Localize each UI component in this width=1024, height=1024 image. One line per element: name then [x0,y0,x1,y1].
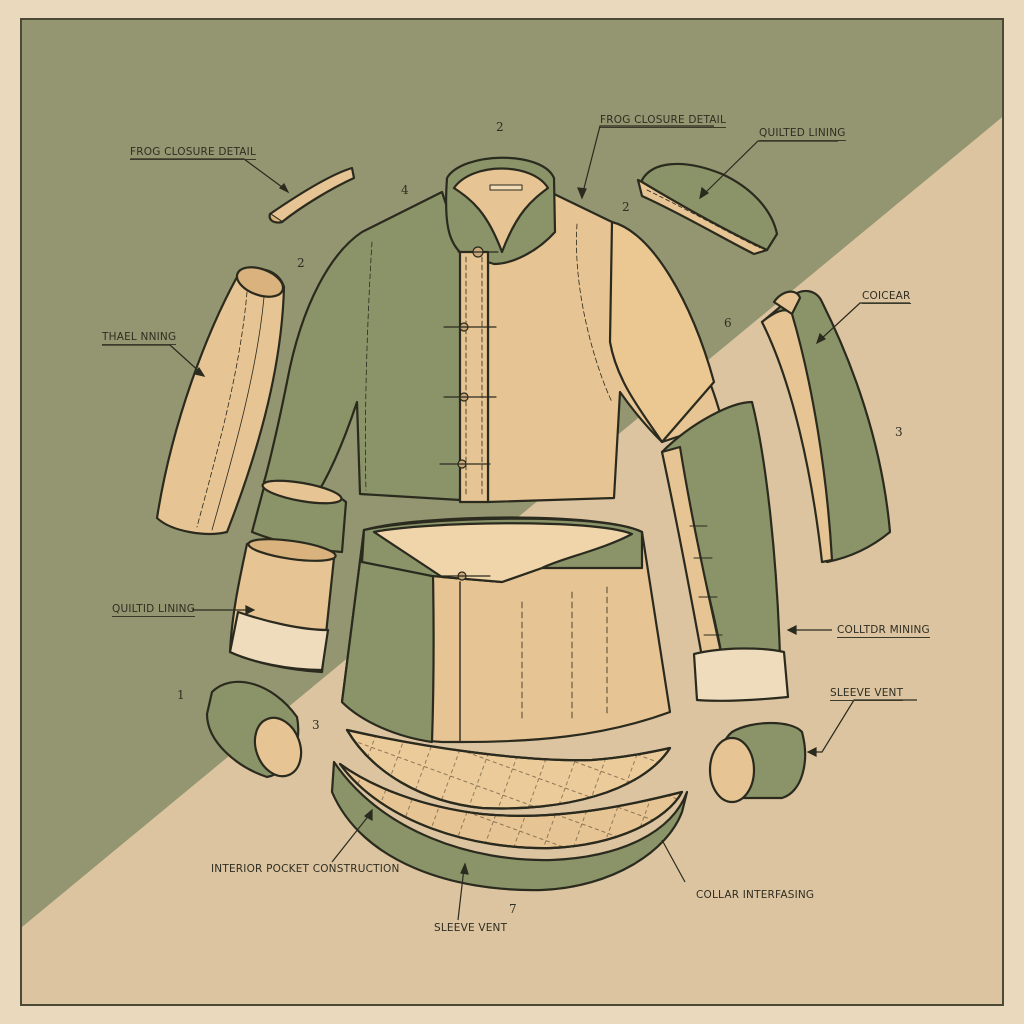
label-thael-nning: THAEL NNING [102,331,177,345]
label-colltdr-lining: COLLTDR MINING [837,624,930,638]
garment-illustration [22,20,1002,1004]
right-sleeve-piece [760,289,892,564]
jacket-body [262,156,724,504]
label-interior-pocket: INTERIOR POCKET CONSTRUCTION [211,863,400,875]
label-collar-interfasing: COLLAR INTERFASING [696,889,815,901]
number-right-sleeve: 3 [895,425,903,439]
number-left-shoulder: 4 [401,183,409,197]
number-right-arm: 6 [724,316,732,330]
label-sleeve-vent-bottom: SLEEVE VENT [434,922,508,934]
label-frog-closure-left: FROG CLOSURE DETAIL [130,146,257,160]
left-cuff-tan [228,538,337,674]
jacket-lower-body [340,516,672,744]
label-cocear: COICEAR [862,290,911,304]
collar-interfacing-piece [330,760,689,892]
right-lower-sleeve [660,400,790,702]
left-sleeve-piece [155,266,286,535]
number-bottom-left: 1 [177,688,185,702]
number-top-collar: 2 [496,120,504,134]
diagram-poster: FROG CLOSURE DETAIL FROG CLOSURE DETAIL … [20,18,1004,1006]
number-cuff: 3 [312,718,320,732]
small-cuff-right [708,722,807,804]
number-left-sleeve: 2 [297,256,305,270]
frog-closures [439,246,499,469]
quilted-interior-piece [345,728,672,810]
label-quiltid-lining: QUILTID LINING [112,603,196,617]
number-bottom: 7 [509,902,517,916]
label-quilted-lining-top: QUILTED LINING [759,127,846,141]
number-right-shoulder: 2 [622,200,630,214]
frog-closure-strip [268,166,356,224]
collar-band-piece [636,162,779,256]
label-sleeve-vent-right: SLEEVE VENT [830,687,904,701]
label-frog-closure-top: FROG CLOSURE DETAIL [600,114,727,128]
small-cuff-left [205,680,303,779]
